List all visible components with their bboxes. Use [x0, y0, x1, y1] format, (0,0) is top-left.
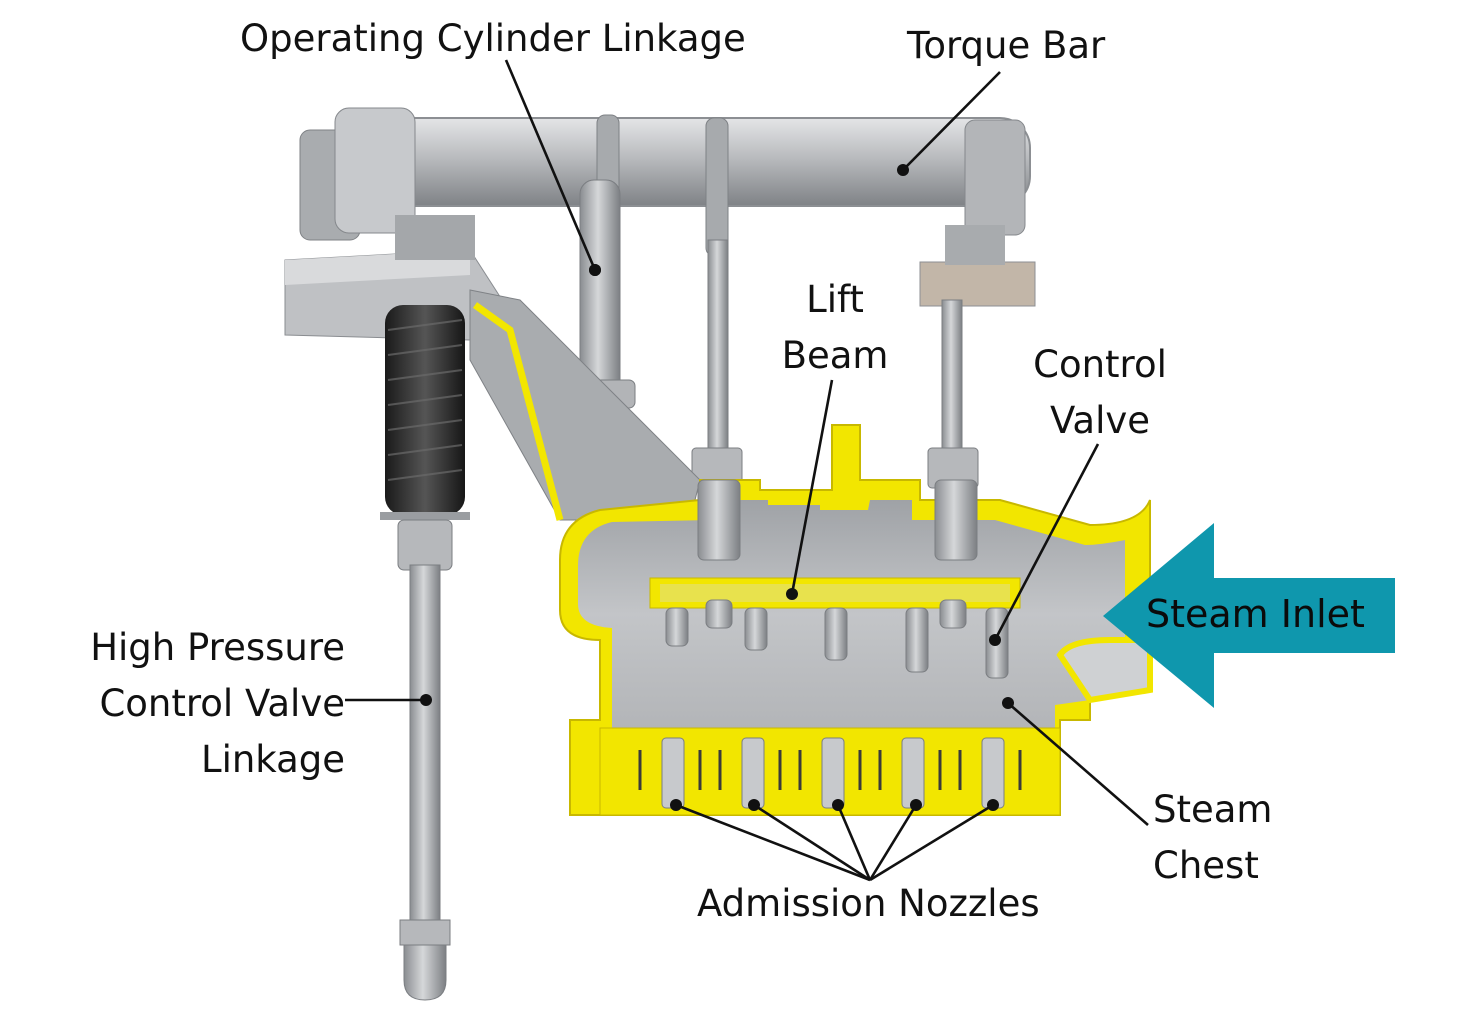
label-text: Admission Nozzles: [697, 882, 1040, 925]
label-steam-chest: Steam Chest: [1153, 782, 1272, 894]
label-lift-beam: Lift Beam: [760, 272, 910, 384]
support-arm-cutaway-edge: [472, 302, 564, 521]
label-text-line: Valve: [1049, 399, 1151, 442]
label-hp-control-valve-linkage: High Pressure Control Valve Linkage: [40, 620, 345, 788]
label-text-line: Beam: [781, 334, 889, 377]
label-operating-cylinder-linkage: Operating Cylinder Linkage: [240, 11, 746, 67]
label-torque-bar: Torque Bar: [907, 18, 1105, 74]
label-text-line: Chest: [1153, 844, 1259, 887]
label-text-line: Control Valve: [99, 682, 345, 725]
steam-inlet-arrow: [1103, 523, 1395, 708]
label-text-line: Steam: [1153, 788, 1273, 831]
label-steam-inlet: Steam Inlet: [1146, 592, 1365, 636]
label-control-valve: Control Valve: [1010, 337, 1190, 449]
label-text-line: Linkage: [200, 738, 345, 781]
label-text: Torque Bar: [907, 24, 1106, 67]
hp-control-valve-linkage-part: [380, 305, 470, 1001]
label-text-line: Lift: [806, 278, 864, 321]
label-text-line: Control: [1033, 343, 1167, 386]
label-text-line: High Pressure: [90, 626, 345, 669]
label-text: Operating Cylinder Linkage: [240, 17, 746, 60]
leader-endpoints: [420, 164, 1014, 811]
lift-rods: [691, 239, 979, 489]
leader-lines: [345, 59, 1149, 882]
steam-chest-body: [559, 424, 1153, 816]
label-admission-nozzles: Admission Nozzles: [697, 876, 1040, 932]
